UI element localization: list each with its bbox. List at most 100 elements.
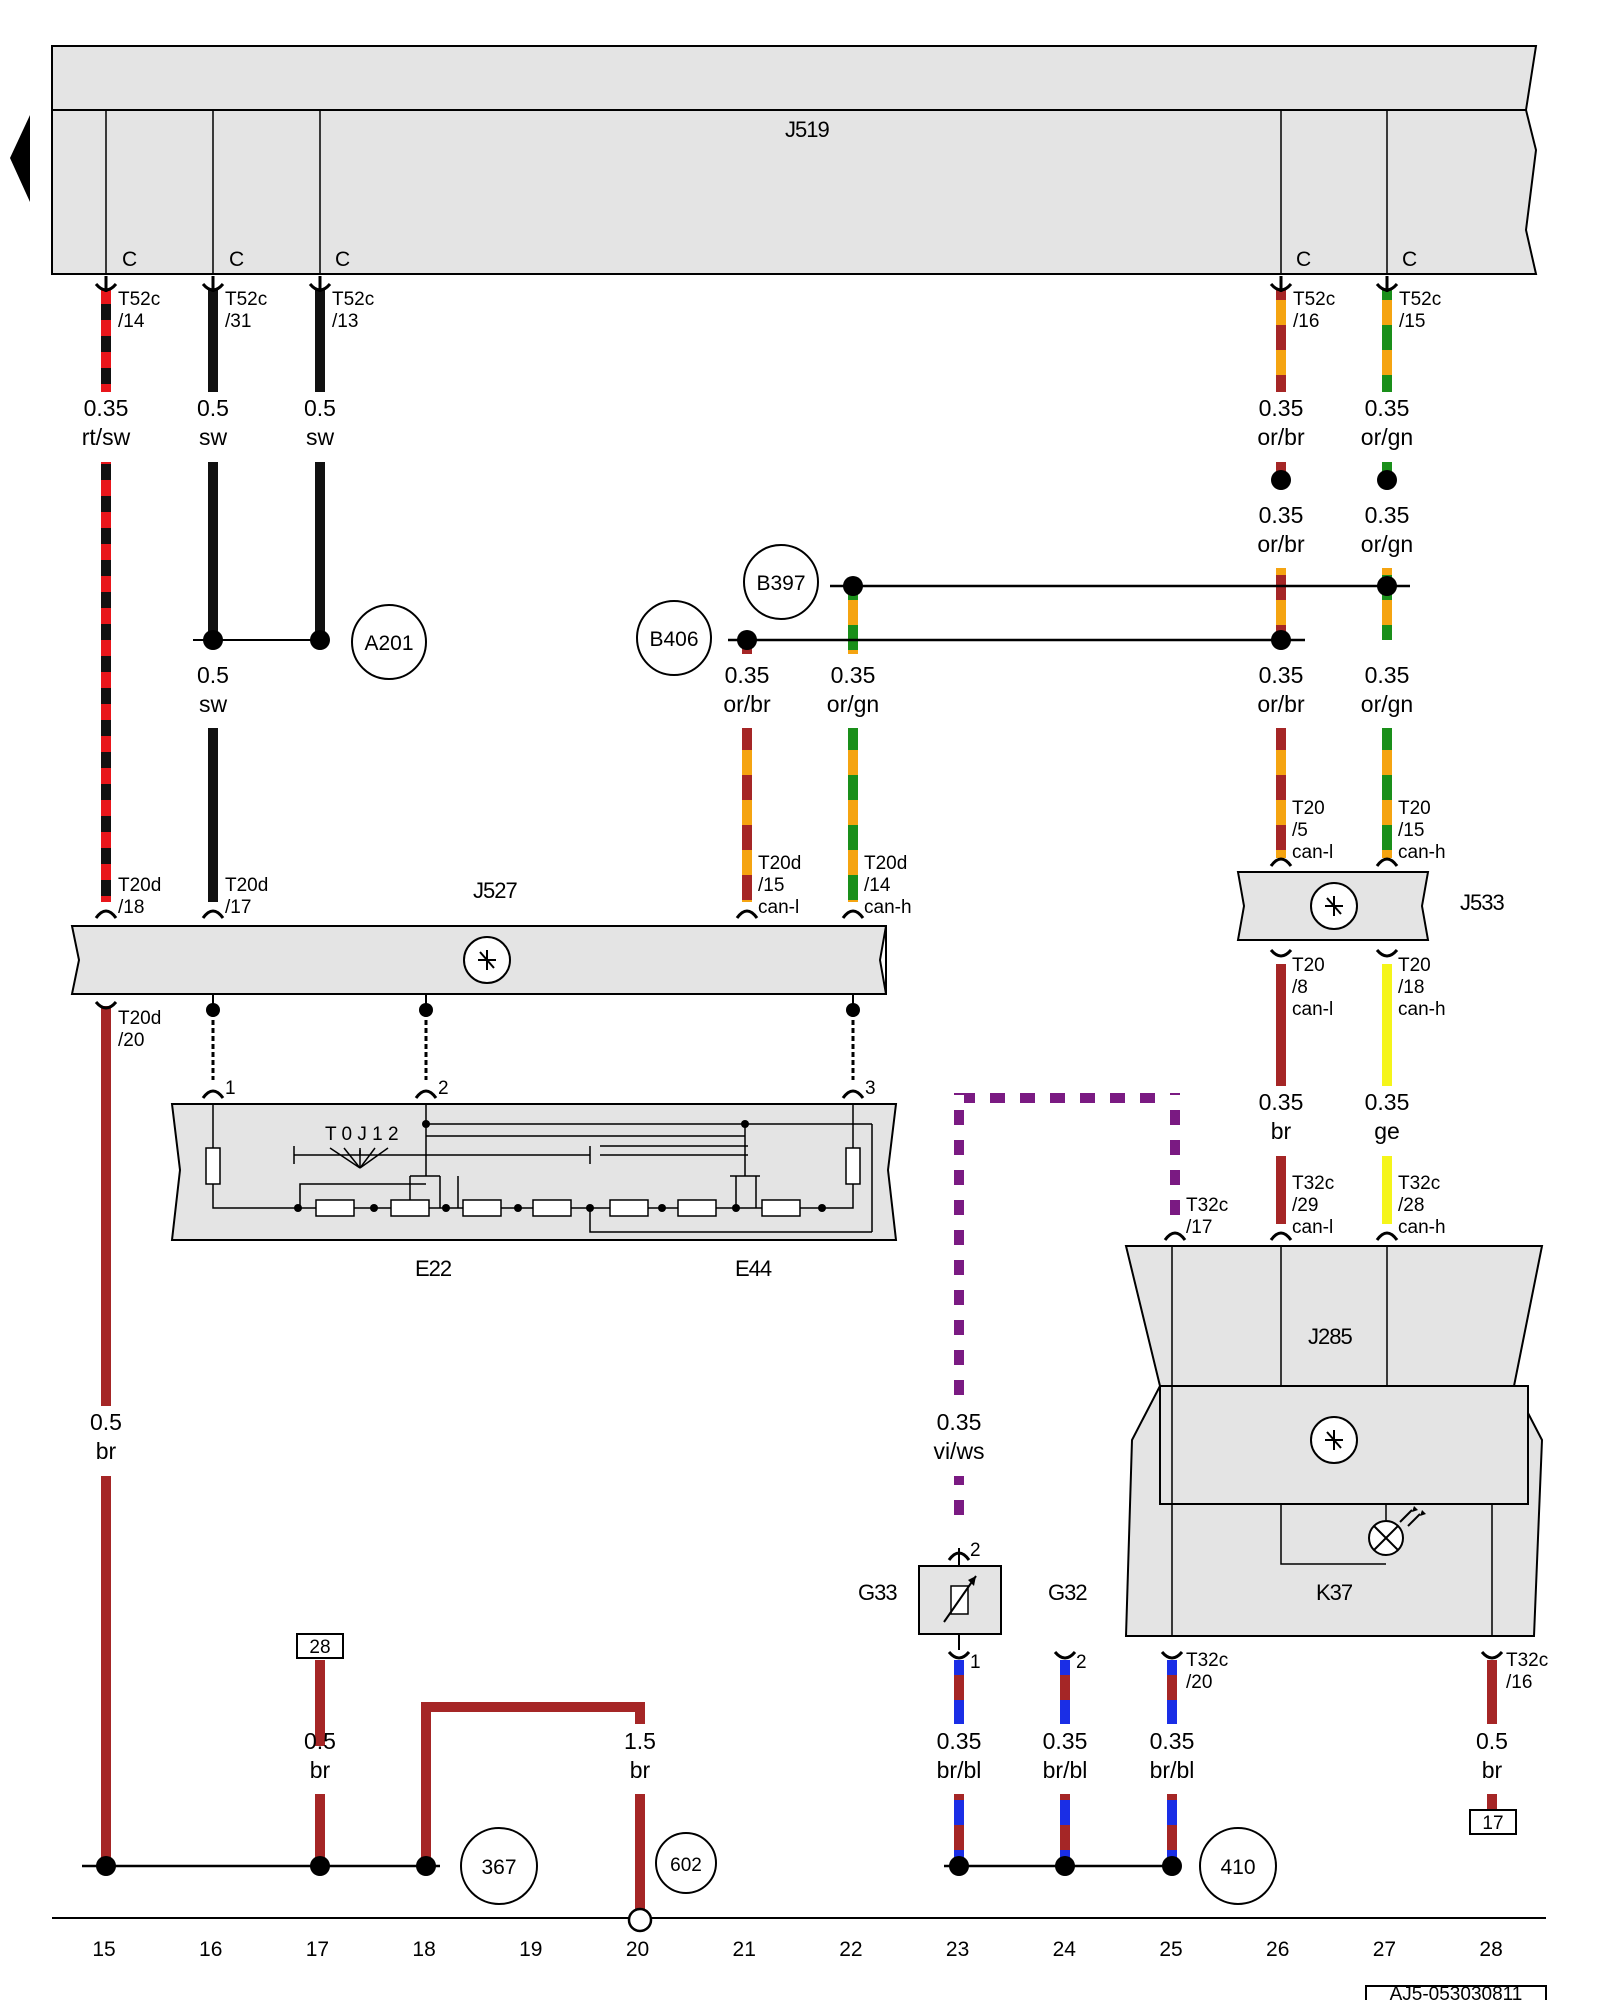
wire-br-bl (1060, 1660, 1070, 1724)
connector-t52c-14: T52c/14 (118, 289, 160, 332)
connector-t32c-16: T32c/16 (1506, 1650, 1548, 1693)
splice-b397: B397 (743, 544, 819, 620)
connector-t20d-20: T20d/20 (118, 1008, 161, 1051)
svg-text:410: 410 (1220, 1856, 1255, 1879)
svg-text:17: 17 (1482, 1813, 1503, 1834)
e22-label: E22 (415, 1256, 452, 1281)
wire-sw (208, 462, 218, 642)
svg-text:602: 602 (670, 1855, 702, 1876)
wire-br-bl (1167, 1660, 1177, 1724)
column-number: 22 (839, 1938, 862, 1961)
column-number: 27 (1373, 1938, 1396, 1961)
connector-c-label: C (229, 248, 244, 271)
g33-pin-1-label: 1 (970, 1652, 981, 1673)
splice-labels: A201 B397 B406 367 602 410 (351, 544, 1277, 1905)
component-j285: J285 K37 (1124, 1245, 1544, 1637)
j519-label: J519 (785, 117, 829, 142)
splice-410: 410 (1199, 1827, 1277, 1905)
k37-label: K37 (1316, 1580, 1353, 1605)
g32-pin-2-label: 2 (1076, 1652, 1087, 1673)
wire-br (315, 1660, 325, 1746)
component-e22-e44: T 0 J 1 2 E22 E44 (170, 994, 898, 1281)
j285-label: J285 (1308, 1324, 1352, 1349)
wire-or-br (742, 728, 752, 902)
splice-602: 602 (655, 1832, 717, 1894)
column-number: 24 (1053, 1938, 1077, 1961)
column-number: 16 (199, 1938, 222, 1961)
connector-t52c-31: T52c/31 (225, 289, 267, 332)
continue-left-arrow-icon (10, 115, 30, 202)
wire-br (1276, 964, 1286, 1086)
reference-box-17[interactable]: 17 (1469, 1809, 1517, 1835)
connector-t52c-15: T52c/15 (1399, 289, 1441, 332)
wire-br (1487, 1660, 1497, 1724)
splice-a201: A201 (351, 604, 427, 680)
column-number: 28 (1479, 1938, 1502, 1961)
junction-dots (96, 470, 1397, 1933)
column-number: 20 (626, 1938, 649, 1961)
wire-or-gn (848, 588, 858, 654)
connector-t32c-20: T32c/20 (1186, 1650, 1228, 1693)
svg-text:B406: B406 (649, 628, 698, 651)
column-number: 15 (92, 1938, 115, 1961)
j527-label: J527 (473, 878, 517, 903)
wire-rt-sw (101, 462, 111, 902)
wire-or-br (1276, 568, 1286, 640)
component-j519: J519 C C C C C (10, 45, 1538, 275)
connector-t20d-17: T20d/17 (225, 875, 268, 918)
connector-c-label: C (1296, 248, 1311, 271)
wire-vi-ws (1170, 1093, 1180, 1223)
g32-label: G32 (1048, 1580, 1087, 1605)
column-number: 18 (412, 1938, 435, 1961)
connector-pins (94, 276, 1504, 1660)
wire-br (635, 1794, 645, 1914)
reference-box-28[interactable]: 28 (296, 1633, 344, 1659)
connector-c-label: C (335, 248, 350, 271)
wire-br-bl (954, 1794, 964, 1866)
wire-rt-sw (101, 290, 111, 392)
j533-label: J533 (1460, 890, 1504, 915)
svg-text:B397: B397 (756, 572, 805, 595)
pin-3-label: 3 (865, 1078, 876, 1099)
column-number: 23 (946, 1938, 969, 1961)
wire-br (101, 1476, 111, 1866)
wire-br-bl (954, 1660, 964, 1724)
wire-br (421, 1702, 645, 1866)
g33-label: G33 (858, 1580, 897, 1605)
wire-vi-ws (954, 1093, 964, 1405)
column-number: 21 (733, 1938, 756, 1961)
svg-text:AJ5-053030811: AJ5-053030811 (1390, 1984, 1523, 2000)
column-number: 25 (1159, 1938, 1182, 1961)
column-number: 17 (306, 1938, 329, 1961)
wire-vi-ws (954, 1476, 964, 1526)
connector-c-label: C (1402, 248, 1417, 271)
wire-ge (1382, 1156, 1392, 1224)
wire-br (101, 1006, 111, 1406)
e44-label: E44 (735, 1256, 772, 1281)
column-number: 26 (1266, 1938, 1289, 1961)
svg-text:367: 367 (481, 1856, 516, 1879)
